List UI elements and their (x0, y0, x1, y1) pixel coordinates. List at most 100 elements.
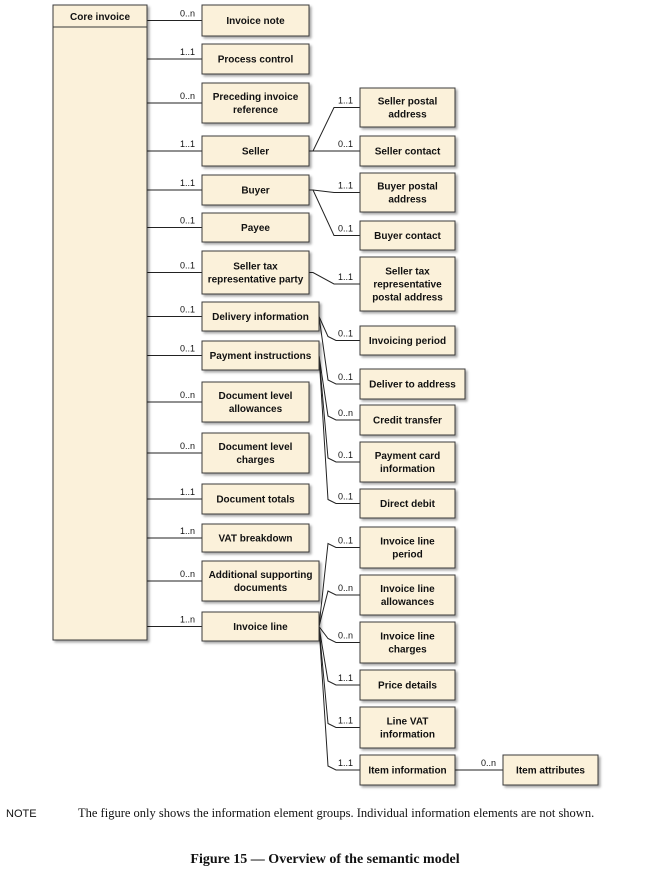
multiplicity-label: 0..n (338, 583, 353, 593)
node-box (201, 381, 310, 423)
node-label: Seller (242, 147, 269, 158)
multiplicity-label: 1..1 (338, 716, 353, 726)
multiplicity-label: 1..1 (338, 758, 353, 768)
multiplicity-label: 1..1 (338, 181, 353, 191)
edge-seller-tax-rep-to-seller-tax-rep-postal: 1..1 (309, 272, 360, 285)
edge-delivery-info-to-invoicing-period: 0..1 (318, 316, 360, 341)
node-invoicing-period: Invoicing period (359, 325, 456, 356)
multiplicity-label: 1..1 (338, 272, 353, 282)
edge-invoice-line-to-line-vat: 1..1 (318, 626, 360, 728)
node-invoice-line: Invoice line (201, 611, 320, 642)
multiplicity-label: 0..1 (338, 450, 353, 460)
node-box (201, 135, 310, 167)
multiplicity-label: 0..1 (338, 139, 353, 149)
node-box (201, 432, 310, 474)
node-item-attributes: Item attributes (502, 754, 599, 786)
multiplicity-label: 0..n (180, 441, 195, 451)
node-direct-debit: Direct debit (359, 488, 456, 519)
edge-buyer-to-buyer-postal: 1..1 (309, 181, 360, 193)
node-label: Invoicing period (369, 336, 446, 347)
edge-line (318, 355, 360, 463)
node-box (359, 220, 456, 251)
node-box (502, 754, 599, 786)
edge-line (309, 189, 360, 236)
edge-core-to-process-control: 1..1 (147, 47, 202, 60)
node-box (201, 560, 320, 602)
edge-line (318, 626, 360, 728)
node-delivery-info: Delivery information (201, 301, 320, 332)
edge-invoice-line-to-price-details: 1..1 (318, 626, 360, 686)
multiplicity-label: 0..n (180, 569, 195, 579)
node-invoice-note: Invoice note (201, 4, 310, 37)
multiplicity-label: 0..n (180, 9, 195, 19)
node-box (359, 87, 456, 128)
node-label: Deliver to address (369, 380, 456, 391)
edge-core-to-buyer: 1..1 (147, 178, 202, 191)
node-payment-instr: Payment instructions (201, 340, 320, 371)
edge-core-to-vat-breakdown: 1..n (147, 526, 202, 539)
node-vat-breakdown: VAT breakdown (201, 523, 310, 553)
note-label: NOTE (6, 808, 37, 820)
node-payee: Payee (201, 212, 310, 243)
node-box (359, 754, 456, 786)
multiplicity-label: 1..1 (180, 47, 195, 57)
multiplicity-label: 0..n (180, 91, 195, 101)
node-label: Direct debit (380, 499, 436, 510)
edge-invoice-line-to-item-info: 1..1 (318, 626, 360, 771)
node-label: Invoice line (233, 622, 288, 633)
node-label: Seller contact (375, 147, 441, 158)
node-box (359, 256, 456, 312)
node-label: Buyer (241, 186, 269, 197)
node-box (359, 325, 456, 356)
note-text: The figure only shows the information el… (78, 806, 595, 820)
node-credit-transfer: Credit transfer (359, 404, 456, 436)
node-box (359, 404, 456, 436)
multiplicity-label: 0..1 (338, 536, 353, 546)
node-label: Buyer contact (374, 231, 441, 242)
node-label: Item information (368, 766, 446, 777)
node-doc-totals: Document totals (201, 483, 310, 515)
edge-core-to-doc-charges: 0..n (147, 441, 202, 454)
multiplicity-label: 0..1 (338, 329, 353, 339)
edge-payment-instr-to-credit-transfer: 0..n (318, 355, 360, 421)
node-box (359, 135, 456, 167)
multiplicity-label: 0..1 (338, 492, 353, 502)
edge-invoice-line-to-line-allowances: 0..n (318, 583, 360, 627)
node-label: Item attributes (516, 766, 585, 777)
node-label: Invoice note (226, 16, 285, 27)
node-process-control: Process control (201, 43, 310, 75)
node-item-info: Item information (359, 754, 456, 786)
node-box (359, 441, 456, 483)
figure-caption: Figure 15 — Overview of the semantic mod… (190, 852, 460, 867)
node-box (201, 4, 310, 37)
node-box (201, 43, 310, 75)
edge-buyer-to-buyer-contact: 0..1 (309, 189, 360, 236)
edge-line (318, 626, 360, 643)
node-label: VAT breakdown (218, 534, 292, 545)
node-label: Process control (218, 55, 294, 66)
edge-item-info-to-item-attributes: 0..n (455, 758, 503, 771)
edge-payment-instr-to-direct-debit: 0..1 (318, 355, 360, 504)
edge-payment-instr-to-payment-card: 0..1 (318, 355, 360, 463)
edge-line (318, 316, 360, 341)
node-box (359, 574, 456, 616)
edge-line (318, 355, 360, 504)
multiplicity-label: 1..1 (180, 178, 195, 188)
edge-line (318, 626, 360, 686)
node-box (201, 340, 320, 371)
multiplicity-label: 0..1 (180, 305, 195, 315)
